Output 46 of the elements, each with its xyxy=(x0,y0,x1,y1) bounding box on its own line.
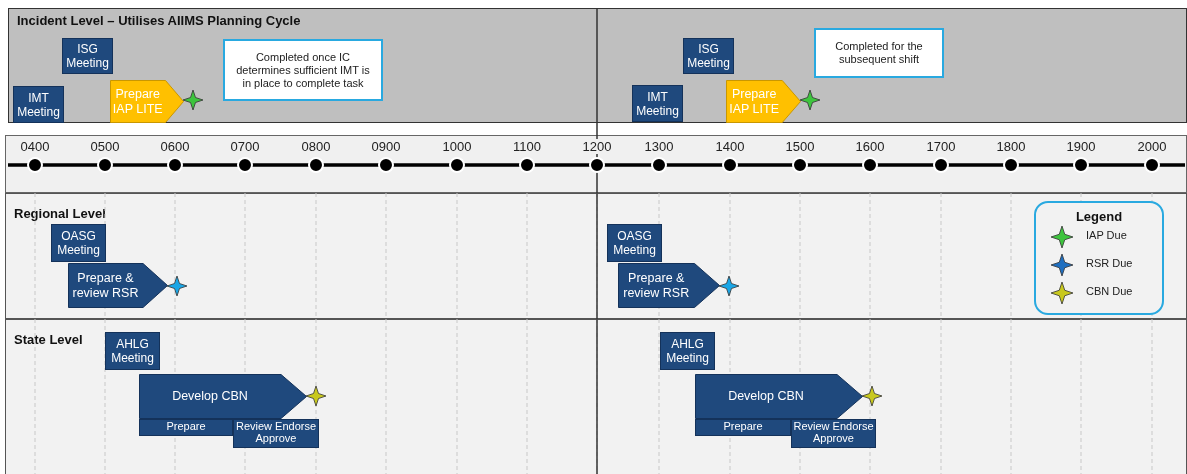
task-box: Prepare xyxy=(139,419,233,436)
time-label: 1300 xyxy=(642,139,676,154)
time-label: 1100 xyxy=(511,139,543,154)
time-label: 0400 xyxy=(18,139,52,154)
time-label: 1500 xyxy=(783,139,817,154)
legend-title: Legend xyxy=(1074,209,1124,224)
task-box: AHLG Meeting xyxy=(660,332,715,370)
task-chevron: Prepare & review RSR xyxy=(68,263,168,308)
time-label: 1400 xyxy=(713,139,747,154)
task-chevron: Prepare IAP LITE xyxy=(726,80,801,123)
task-box: IMT Meeting xyxy=(13,86,64,123)
swimlane-band xyxy=(8,8,1187,123)
time-label: 1700 xyxy=(924,139,958,154)
legend-label: CBN Due xyxy=(1086,285,1133,297)
time-label: 0600 xyxy=(158,139,192,154)
task-chevron: Develop CBN xyxy=(695,374,863,419)
task-box: Prepare xyxy=(695,419,791,436)
task-chevron: Prepare & review RSR xyxy=(618,263,720,308)
note-box: Completed for the subsequent shift xyxy=(814,28,944,78)
task-box: IMT Meeting xyxy=(632,85,683,122)
note-box: Completed once IC determines sufficient IMT is in place to complete task xyxy=(223,39,383,101)
task-box: OASG Meeting xyxy=(51,224,106,262)
task-box: Review Endorse Approve xyxy=(233,419,319,448)
time-label: 1600 xyxy=(853,139,887,154)
time-label: 0500 xyxy=(88,139,122,154)
legend-label: RSR Due xyxy=(1086,257,1133,269)
band-heading: Incident Level – Utilises AIIMS Planning Cycle xyxy=(17,13,301,28)
task-box: ISG Meeting xyxy=(62,38,113,74)
band-heading: State Level xyxy=(14,332,83,347)
task-box: Review Endorse Approve xyxy=(791,419,876,448)
swimlane-band xyxy=(5,319,1187,474)
time-label: 0800 xyxy=(299,139,333,154)
time-label: 0700 xyxy=(228,139,262,154)
task-chevron: Develop CBN xyxy=(139,374,307,419)
legend-label: IAP Due xyxy=(1086,229,1127,241)
time-label: 2000 xyxy=(1135,139,1169,154)
band-heading: Regional Level xyxy=(14,206,106,221)
time-label: 0900 xyxy=(369,139,403,154)
task-box: AHLG Meeting xyxy=(105,332,160,370)
task-box: OASG Meeting xyxy=(607,224,662,262)
time-label: 1200 xyxy=(580,139,614,154)
time-label: 1900 xyxy=(1064,139,1098,154)
task-box: ISG Meeting xyxy=(683,38,734,74)
time-label: 1000 xyxy=(440,139,474,154)
task-chevron: Prepare IAP LITE xyxy=(110,80,184,123)
time-label: 1800 xyxy=(994,139,1028,154)
